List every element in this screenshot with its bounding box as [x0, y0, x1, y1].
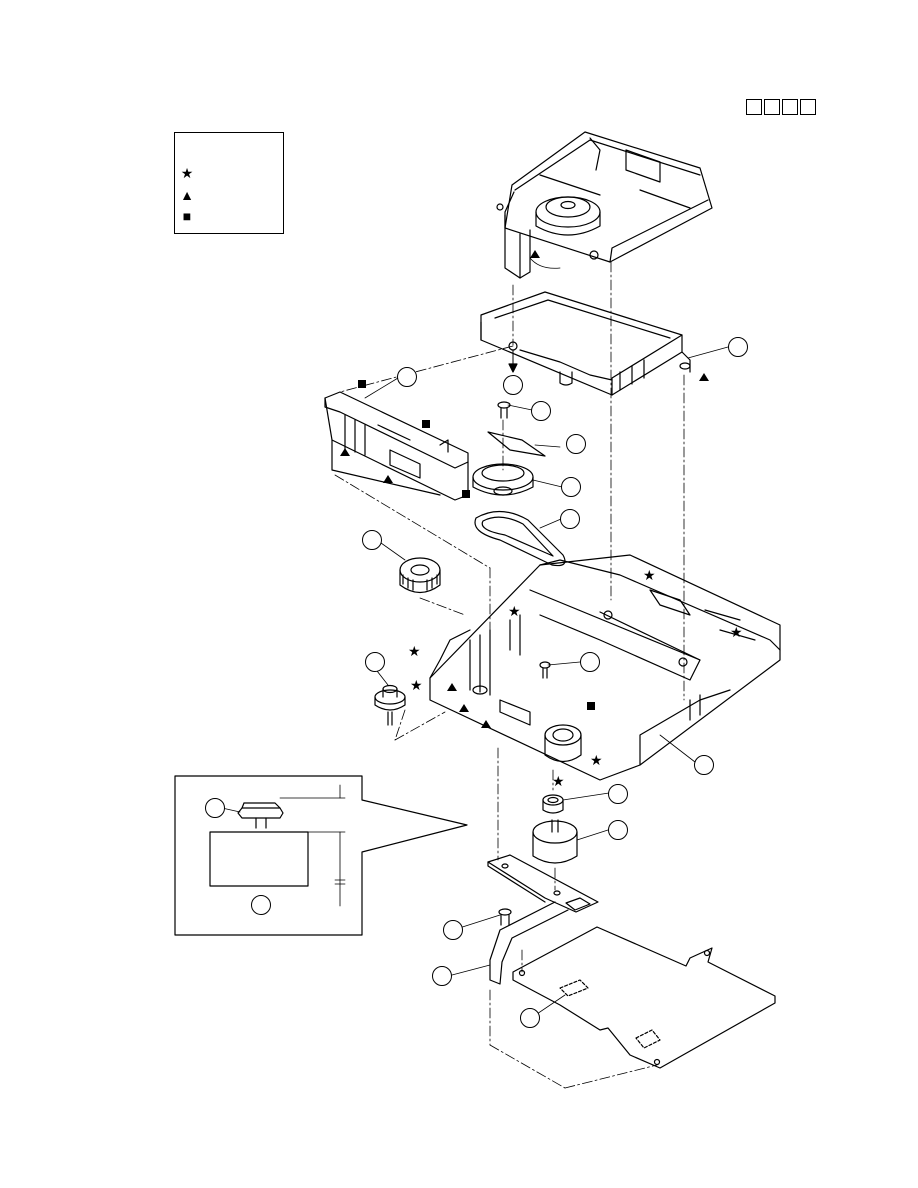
part-callout	[365, 652, 385, 672]
page-index-box	[782, 99, 798, 115]
main-pcb	[512, 926, 776, 1069]
square-icon: ■	[182, 208, 192, 224]
part-callout	[503, 375, 523, 395]
part-callout	[608, 784, 628, 804]
page-index-box	[764, 99, 780, 115]
part-callout	[520, 1008, 540, 1028]
legend: ★ ▲ ■	[174, 132, 284, 234]
legend-row-star: ★	[179, 163, 279, 183]
part-callout	[397, 367, 417, 387]
star-icon: ★	[180, 165, 194, 181]
gear-group	[374, 557, 441, 726]
slider-plate	[324, 391, 469, 501]
part-callout	[694, 755, 714, 775]
part-callout	[432, 966, 452, 986]
part-callout	[608, 820, 628, 840]
traverse-mechanism	[496, 131, 713, 279]
page-index-box	[800, 99, 816, 115]
main-chassis	[429, 554, 781, 781]
part-callout	[561, 477, 581, 497]
arrow-marker	[508, 349, 518, 373]
legend-row-triangle: ▲	[179, 185, 279, 205]
svg-text:★: ★	[410, 678, 423, 694]
assembly-guide-lines	[334, 261, 685, 1089]
part-callout	[205, 798, 225, 818]
svg-text:★: ★	[590, 753, 603, 769]
part-callout	[443, 920, 463, 940]
svg-text:★: ★	[730, 625, 743, 641]
pulley-group	[472, 401, 566, 567]
drawing-markers: ★ ★ ★ ★ ★ ★ ★	[340, 250, 743, 790]
svg-text:★: ★	[552, 774, 565, 790]
svg-text:★: ★	[508, 604, 521, 620]
triangle-icon: ▲	[180, 187, 194, 203]
part-callout	[580, 652, 600, 672]
motor-pcb	[487, 854, 599, 985]
svg-text:★: ★	[643, 568, 656, 584]
page-index-box	[746, 99, 762, 115]
motor-group	[532, 794, 578, 864]
part-callout	[566, 434, 586, 454]
legend-row-square: ■	[179, 206, 279, 226]
part-callout	[362, 530, 382, 550]
page-index-boxes	[746, 99, 818, 115]
leader-lines	[221, 257, 729, 1019]
part-callout	[251, 895, 271, 915]
part-callout	[531, 401, 551, 421]
detail-inset	[174, 775, 468, 936]
part-callout	[728, 337, 748, 357]
part-callout	[560, 509, 580, 529]
svg-text:★: ★	[408, 644, 421, 660]
